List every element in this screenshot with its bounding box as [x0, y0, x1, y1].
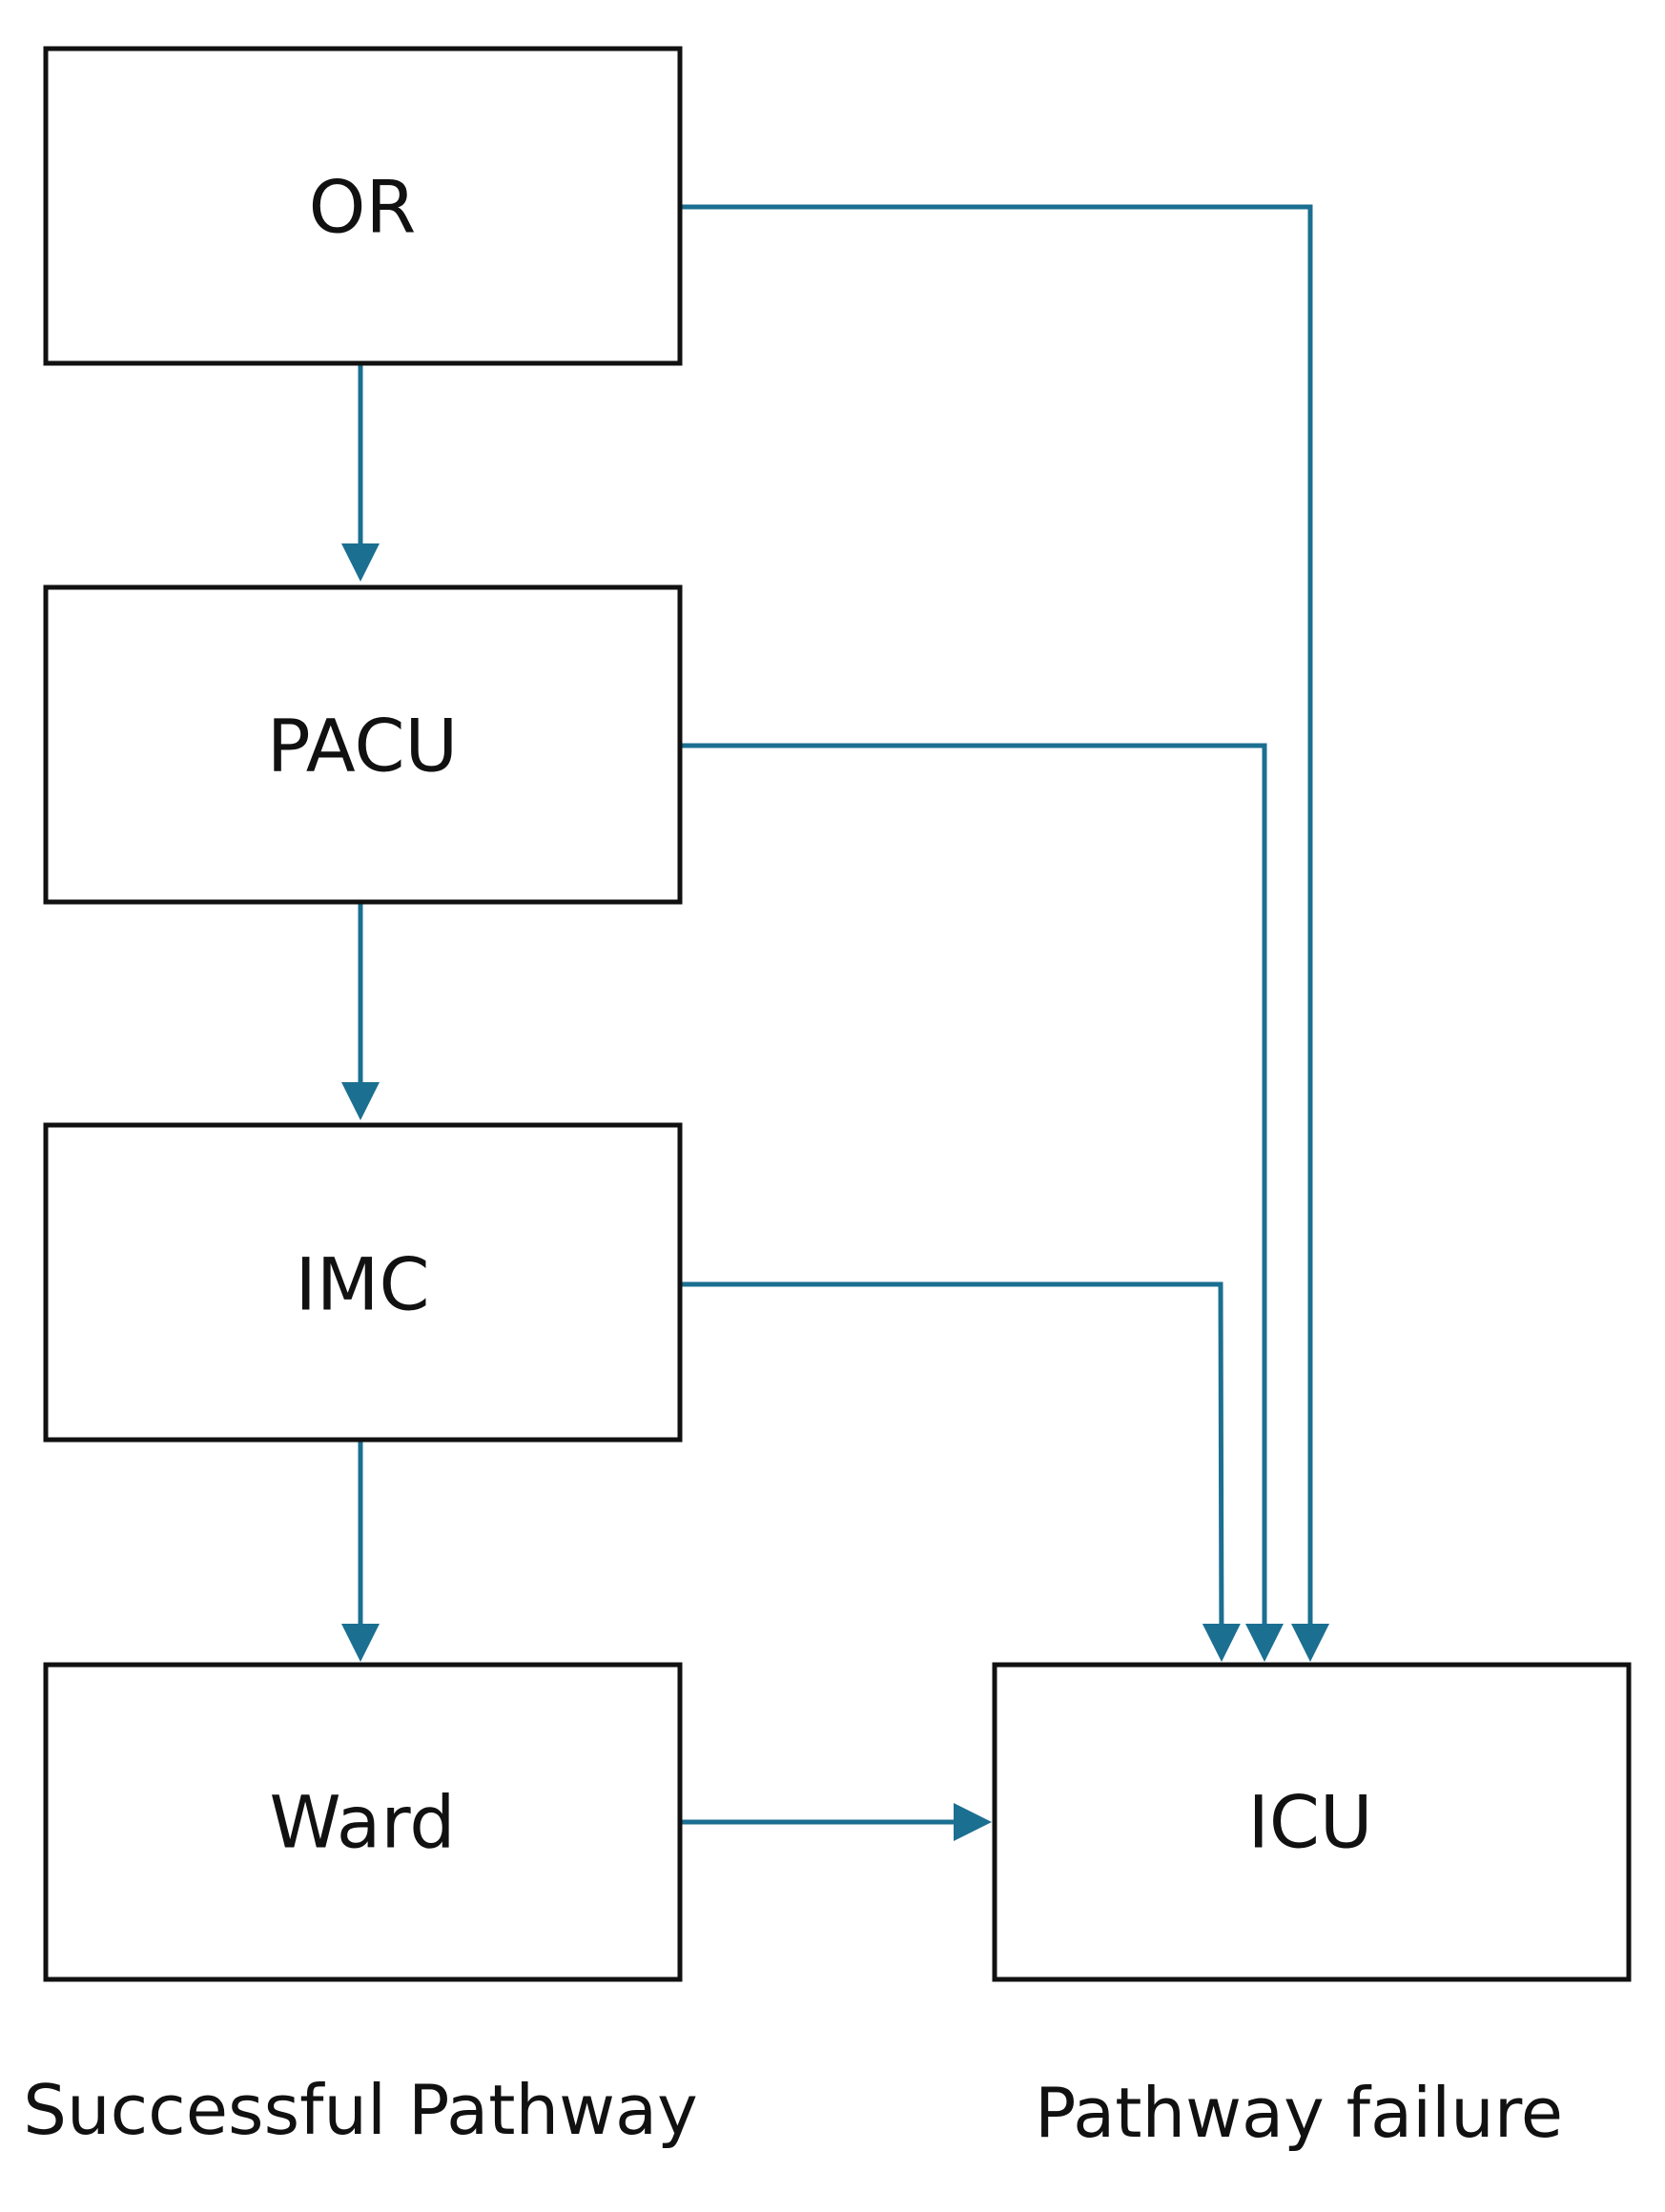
node-ward-label: Ward: [269, 1780, 455, 1865]
node-pacu: PACU: [43, 584, 683, 905]
caption-successful-pathway: Successful Pathway: [23, 2070, 697, 2150]
node-icu: ICU: [992, 1662, 1632, 1982]
edge-or-to-icu: [680, 204, 1329, 1662]
caption-pathway-failure: Pathway failure: [1035, 2073, 1563, 2153]
node-or-label: OR: [309, 165, 417, 250]
node-icu-label: ICU: [1247, 1780, 1372, 1865]
node-pacu-label: PACU: [267, 704, 458, 789]
edge-imc-to-icu: [680, 1281, 1241, 1662]
edge-pacu-to-icu: [680, 743, 1284, 1662]
node-imc: IMC: [43, 1122, 683, 1443]
node-imc-label: IMC: [295, 1242, 429, 1327]
node-ward: Ward: [43, 1662, 683, 1982]
node-or: OR: [43, 46, 683, 366]
